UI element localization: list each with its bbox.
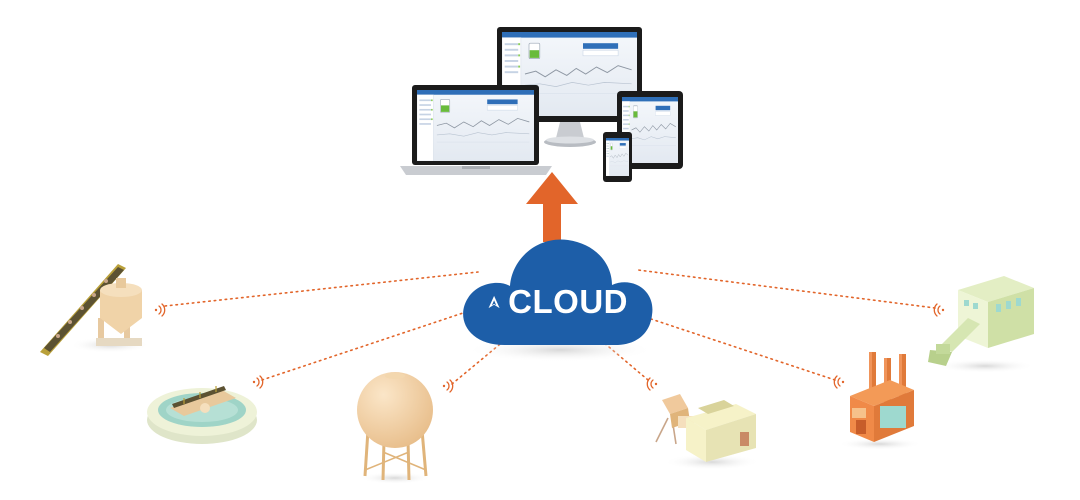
factory-smokestacks-icon [838,352,922,450]
cloud-title: CLOUD [508,283,628,320]
pump-station-icon [655,394,760,470]
laptop-icon [400,85,552,175]
devices-group [400,27,683,182]
spherical-tank-icon [357,372,433,484]
wifi-signal-icon [154,303,945,393]
arrow-up-icon [526,172,578,242]
smartphone-icon [603,132,632,182]
cloud-label: CLOUD [488,282,628,322]
cloud-shape [463,239,655,362]
clarifier-tank-icon [147,386,257,444]
tablet-icon [617,91,683,169]
conveyor-silo-icon [40,264,150,356]
a-chevron-logo-icon [488,295,500,309]
processing-plant-icon [928,276,1035,373]
